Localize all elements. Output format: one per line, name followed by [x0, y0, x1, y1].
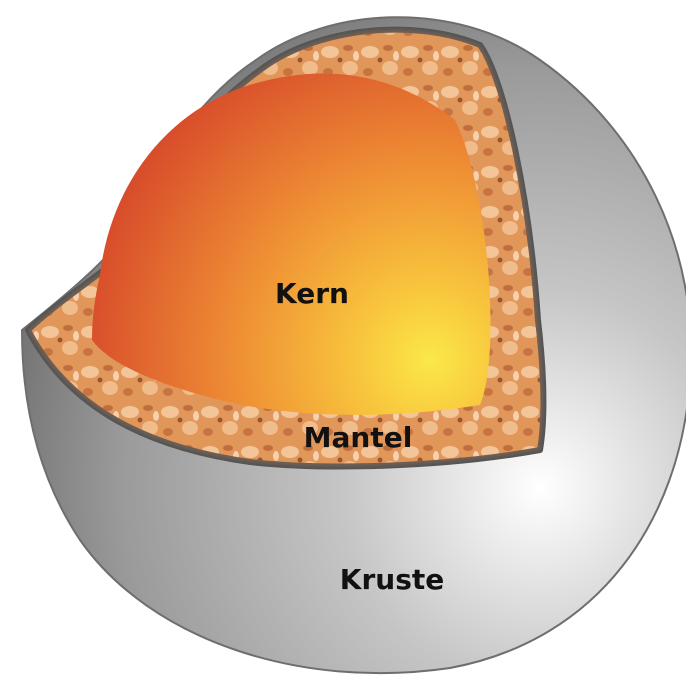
mantle-label: Mantel	[304, 421, 413, 454]
core-sphere	[92, 73, 491, 414]
crust-label: Kruste	[340, 563, 444, 596]
core-label: Kern	[275, 277, 349, 310]
